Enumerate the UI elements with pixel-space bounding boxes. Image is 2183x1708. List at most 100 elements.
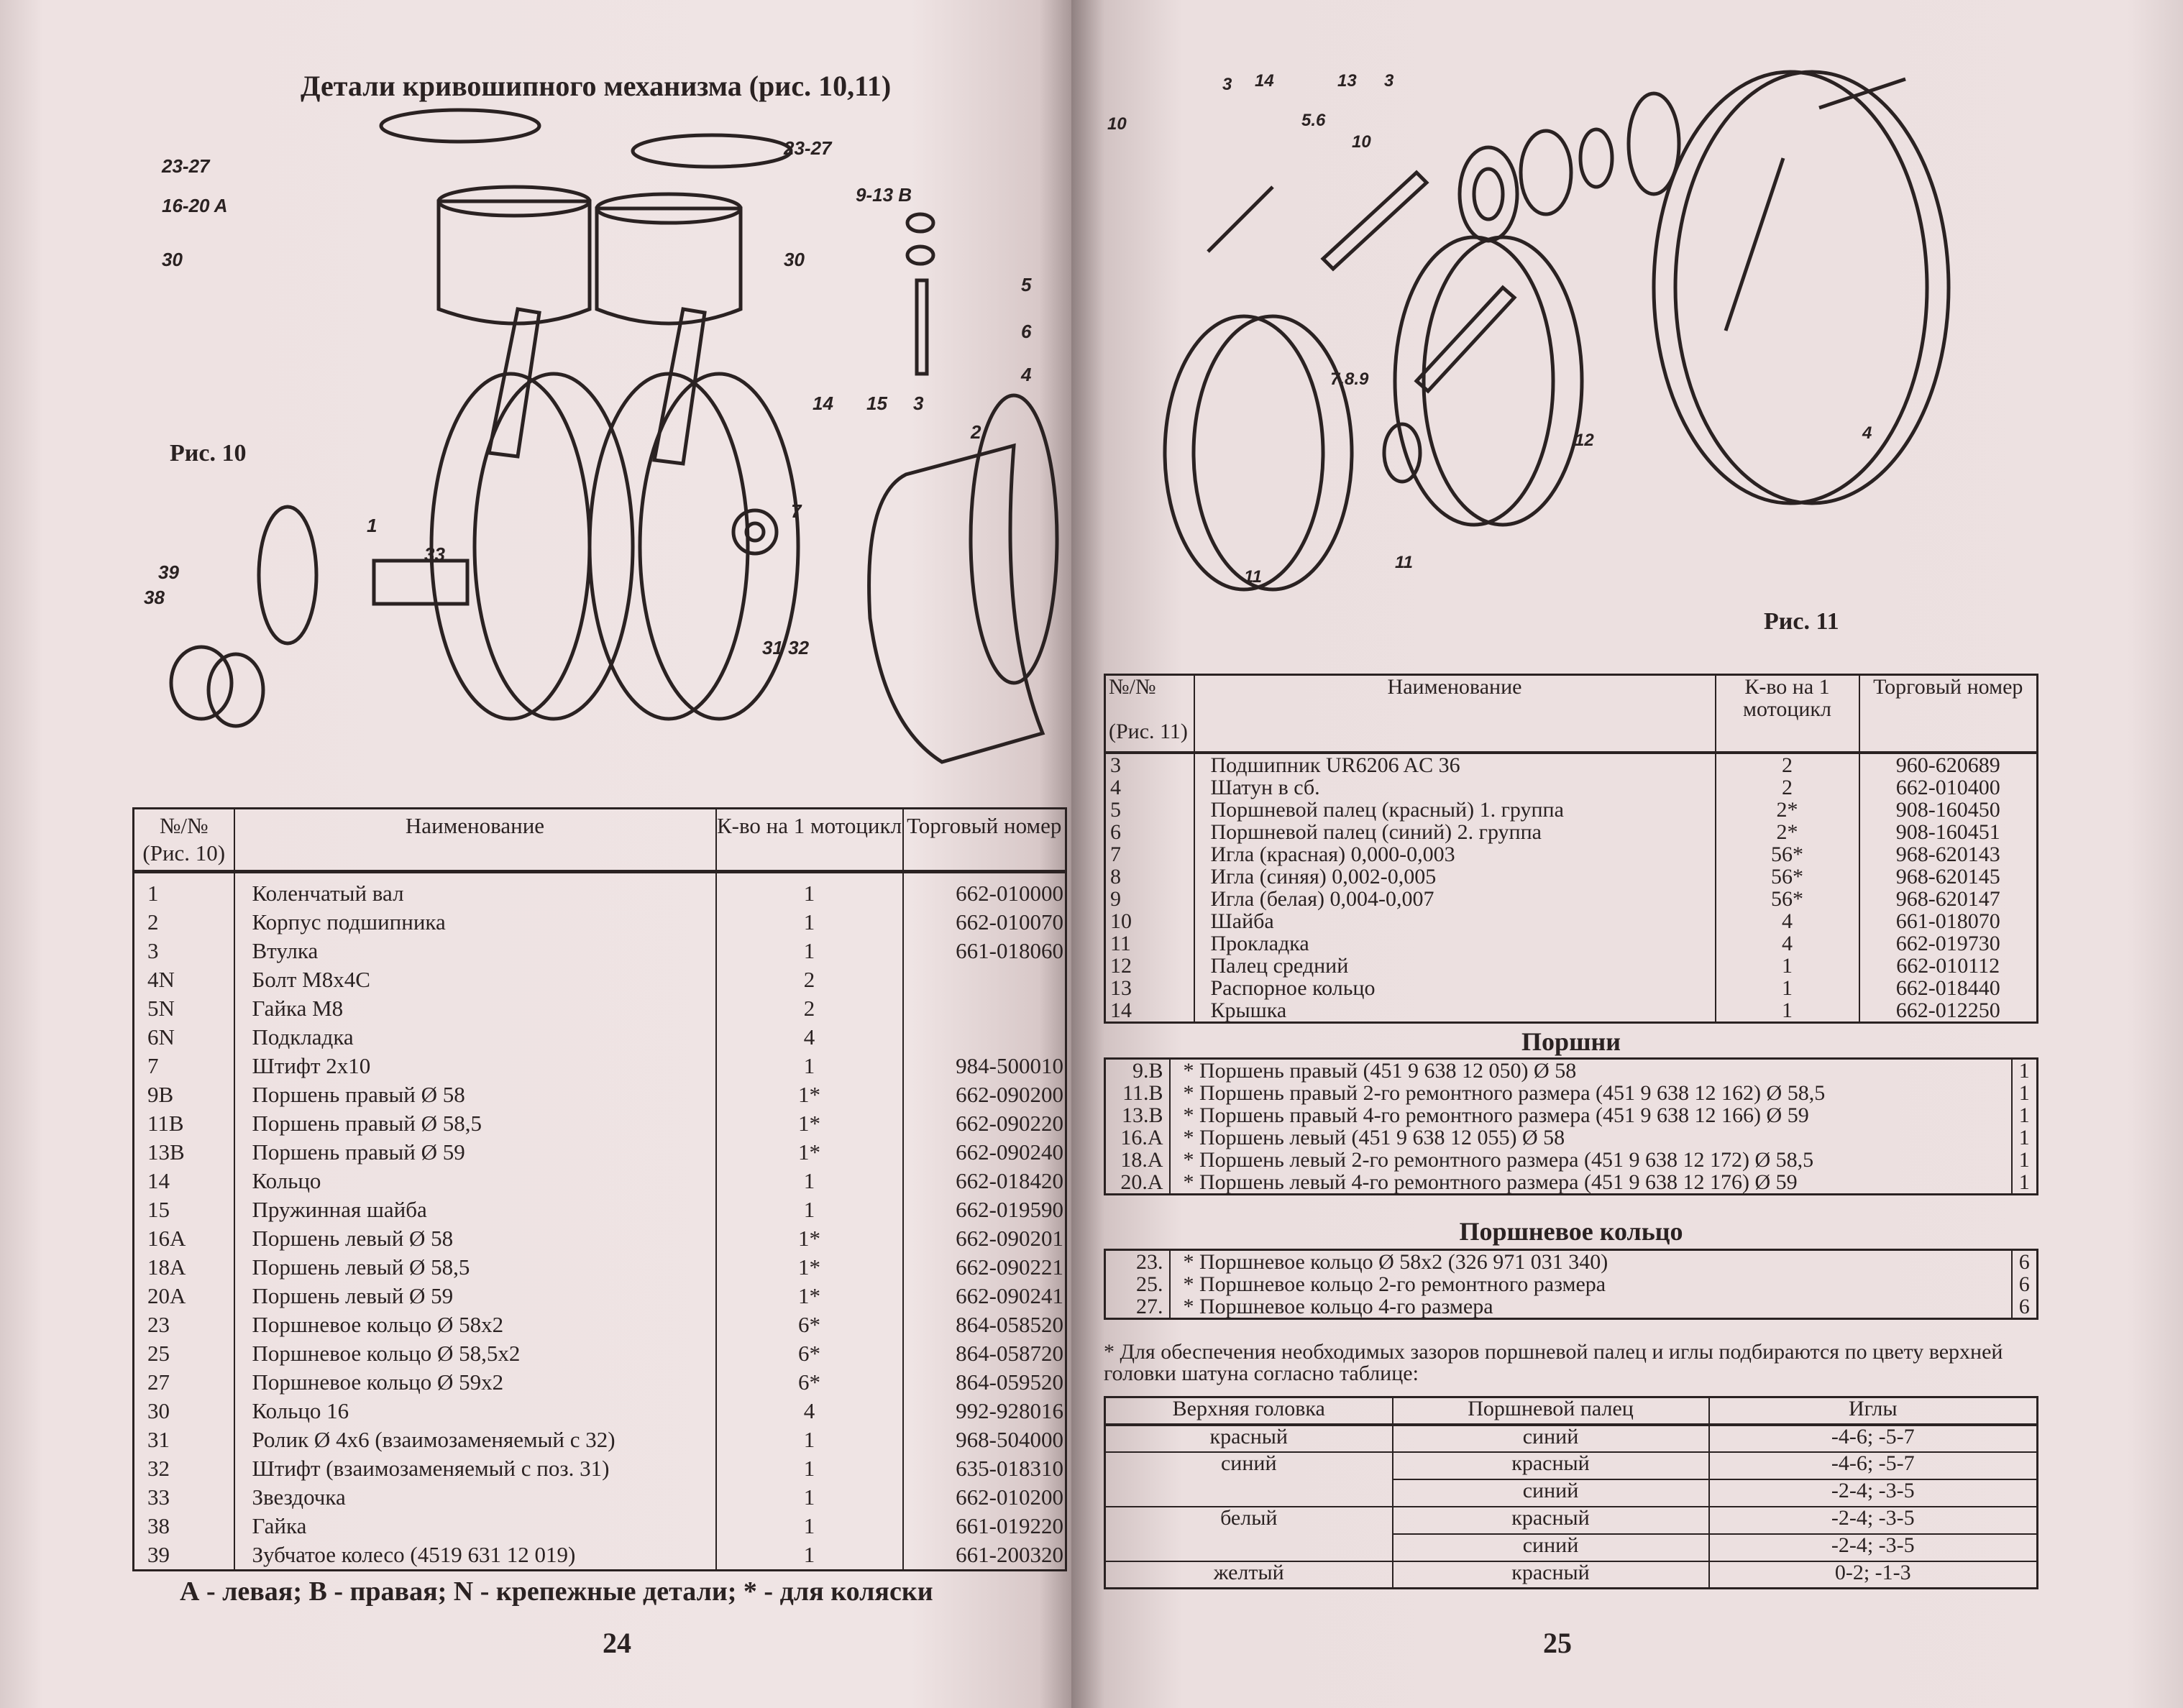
left-page: Детали кривошипного механизма (рис. 10,1… <box>0 0 1071 1708</box>
item-name: Поршень левый Ø 58,5 <box>233 1253 717 1282</box>
item-number: 14 <box>1104 998 1195 1022</box>
needle-size: -4-6; -5-7 <box>1708 1423 2038 1453</box>
callout-label: 31 32 <box>762 637 810 658</box>
item-number: 31 <box>132 1425 235 1454</box>
item-qty: 6* <box>715 1368 904 1397</box>
item-number: 7 <box>132 1052 235 1080</box>
item-name: Поршневой палец (красный) 1. группа <box>1193 798 1716 821</box>
item-name: Игла (красная) 0,000-0,003 <box>1193 842 1716 866</box>
item-qty: 6 <box>2010 1273 2038 1295</box>
item-number: 18.A <box>1104 1149 1171 1171</box>
color-selection-table: Верхняя головка Поршневой палец Иглы кра… <box>1104 1396 2038 1589</box>
item-number: 16.A <box>1104 1126 1171 1149</box>
item-part-number: 662-019590 <box>902 1195 1067 1224</box>
needle-size: 0-2; -1-3 <box>1708 1560 2038 1589</box>
callout-label: 9-13 B <box>856 184 912 206</box>
item-part-number <box>902 994 1067 1023</box>
item-name: Игла (синяя) 0,002-0,005 <box>1193 865 1716 888</box>
rings-heading: Поршневое кольцо <box>1459 1217 1683 1246</box>
item-qty: 2 <box>715 965 904 994</box>
callout-label: 3 <box>1222 75 1232 94</box>
item-number: 9B <box>132 1080 235 1109</box>
item-number: 6N <box>132 1023 235 1052</box>
callout-label: 30 <box>162 249 183 270</box>
item-qty: 2 <box>1714 752 1860 776</box>
col-header-part-number: Торговый номер <box>902 807 1067 873</box>
callout-label: 4 <box>1862 423 1872 443</box>
callout-label: 13 <box>1337 71 1357 91</box>
callout-label: 11 <box>1395 553 1413 572</box>
callout-label: 23-27 <box>783 137 833 159</box>
item-part-number: 968-620145 <box>1858 865 2038 888</box>
item-name: * Поршень правый (451 9 638 12 050) Ø 58 <box>1168 1058 2013 1082</box>
item-name: Пружинная шайба <box>233 1195 717 1224</box>
item-name: Крышка <box>1193 998 1716 1022</box>
item-part-number: 908-160450 <box>1858 798 2038 821</box>
item-part-number: 992-928016 <box>902 1397 1067 1425</box>
col-header-name: Наименование <box>1193 674 1716 754</box>
item-qty: 1 <box>715 1512 904 1541</box>
item-part-number: 661-018060 <box>902 937 1067 965</box>
item-part-number: 662-090241 <box>902 1282 1067 1310</box>
head-color: синий <box>1104 1451 1393 1507</box>
item-name: Подкладка <box>233 1023 717 1052</box>
item-number: 1 <box>132 871 235 908</box>
item-number: 38 <box>132 1512 235 1541</box>
item-part-number: 662-018440 <box>1858 976 2038 999</box>
item-qty: 1 <box>715 937 904 965</box>
item-number: 5 <box>1104 798 1195 821</box>
callout-label: 5 <box>1021 274 1032 295</box>
item-part-number: 968-620147 <box>1858 887 2038 910</box>
callout-label: 7.8.9 <box>1330 369 1369 389</box>
item-number: 11B <box>132 1109 235 1138</box>
col-header-number: №/№ <box>1109 675 1156 699</box>
item-qty: 1 <box>1714 954 1860 977</box>
table-row: 16.A* Поршень левый (451 9 638 12 055) Ø… <box>1104 1126 2038 1149</box>
callout-label: 10 <box>1107 114 1127 134</box>
pistons-heading: Поршни <box>1521 1027 1621 1056</box>
item-qty: 56* <box>1714 842 1860 866</box>
callout-label: 12 <box>1575 431 1594 450</box>
item-part-number: 908-160451 <box>1858 820 2038 843</box>
item-name: Кольцо 16 <box>233 1397 717 1425</box>
item-number: 32 <box>132 1454 235 1483</box>
item-number: 20.A <box>1104 1171 1171 1195</box>
callout-label: 14 <box>813 392 833 414</box>
item-part-number: 662-010200 <box>902 1483 1067 1512</box>
item-qty: 1 <box>715 1425 904 1454</box>
item-name: * Поршень левый 2-го ремонтного размера … <box>1168 1149 2013 1171</box>
item-name: Поршневое кольцо Ø 58,5x2 <box>233 1339 717 1368</box>
figure-caption: Рис. 11 <box>1764 608 1839 635</box>
item-qty: 1* <box>715 1138 904 1167</box>
item-qty: 1 <box>715 1167 904 1195</box>
callout-label: 38 <box>144 587 165 608</box>
callout-label: 6 <box>1021 321 1032 342</box>
item-part-number: 662-010400 <box>1858 776 2038 799</box>
item-number: 11.B <box>1104 1082 1171 1104</box>
item-part-number: 968-504000 <box>902 1425 1067 1454</box>
item-qty: 6* <box>715 1339 904 1368</box>
needle-size: -2-4; -3-5 <box>1708 1478 2038 1507</box>
needle-size: -2-4; -3-5 <box>1708 1533 2038 1562</box>
item-part-number: 662-090240 <box>902 1138 1067 1167</box>
callout-label: 1 <box>367 515 377 536</box>
item-name: Распорное кольцо <box>1193 976 1716 999</box>
item-name: * Поршень правый 4-го ремонтного размера… <box>1168 1104 2013 1126</box>
